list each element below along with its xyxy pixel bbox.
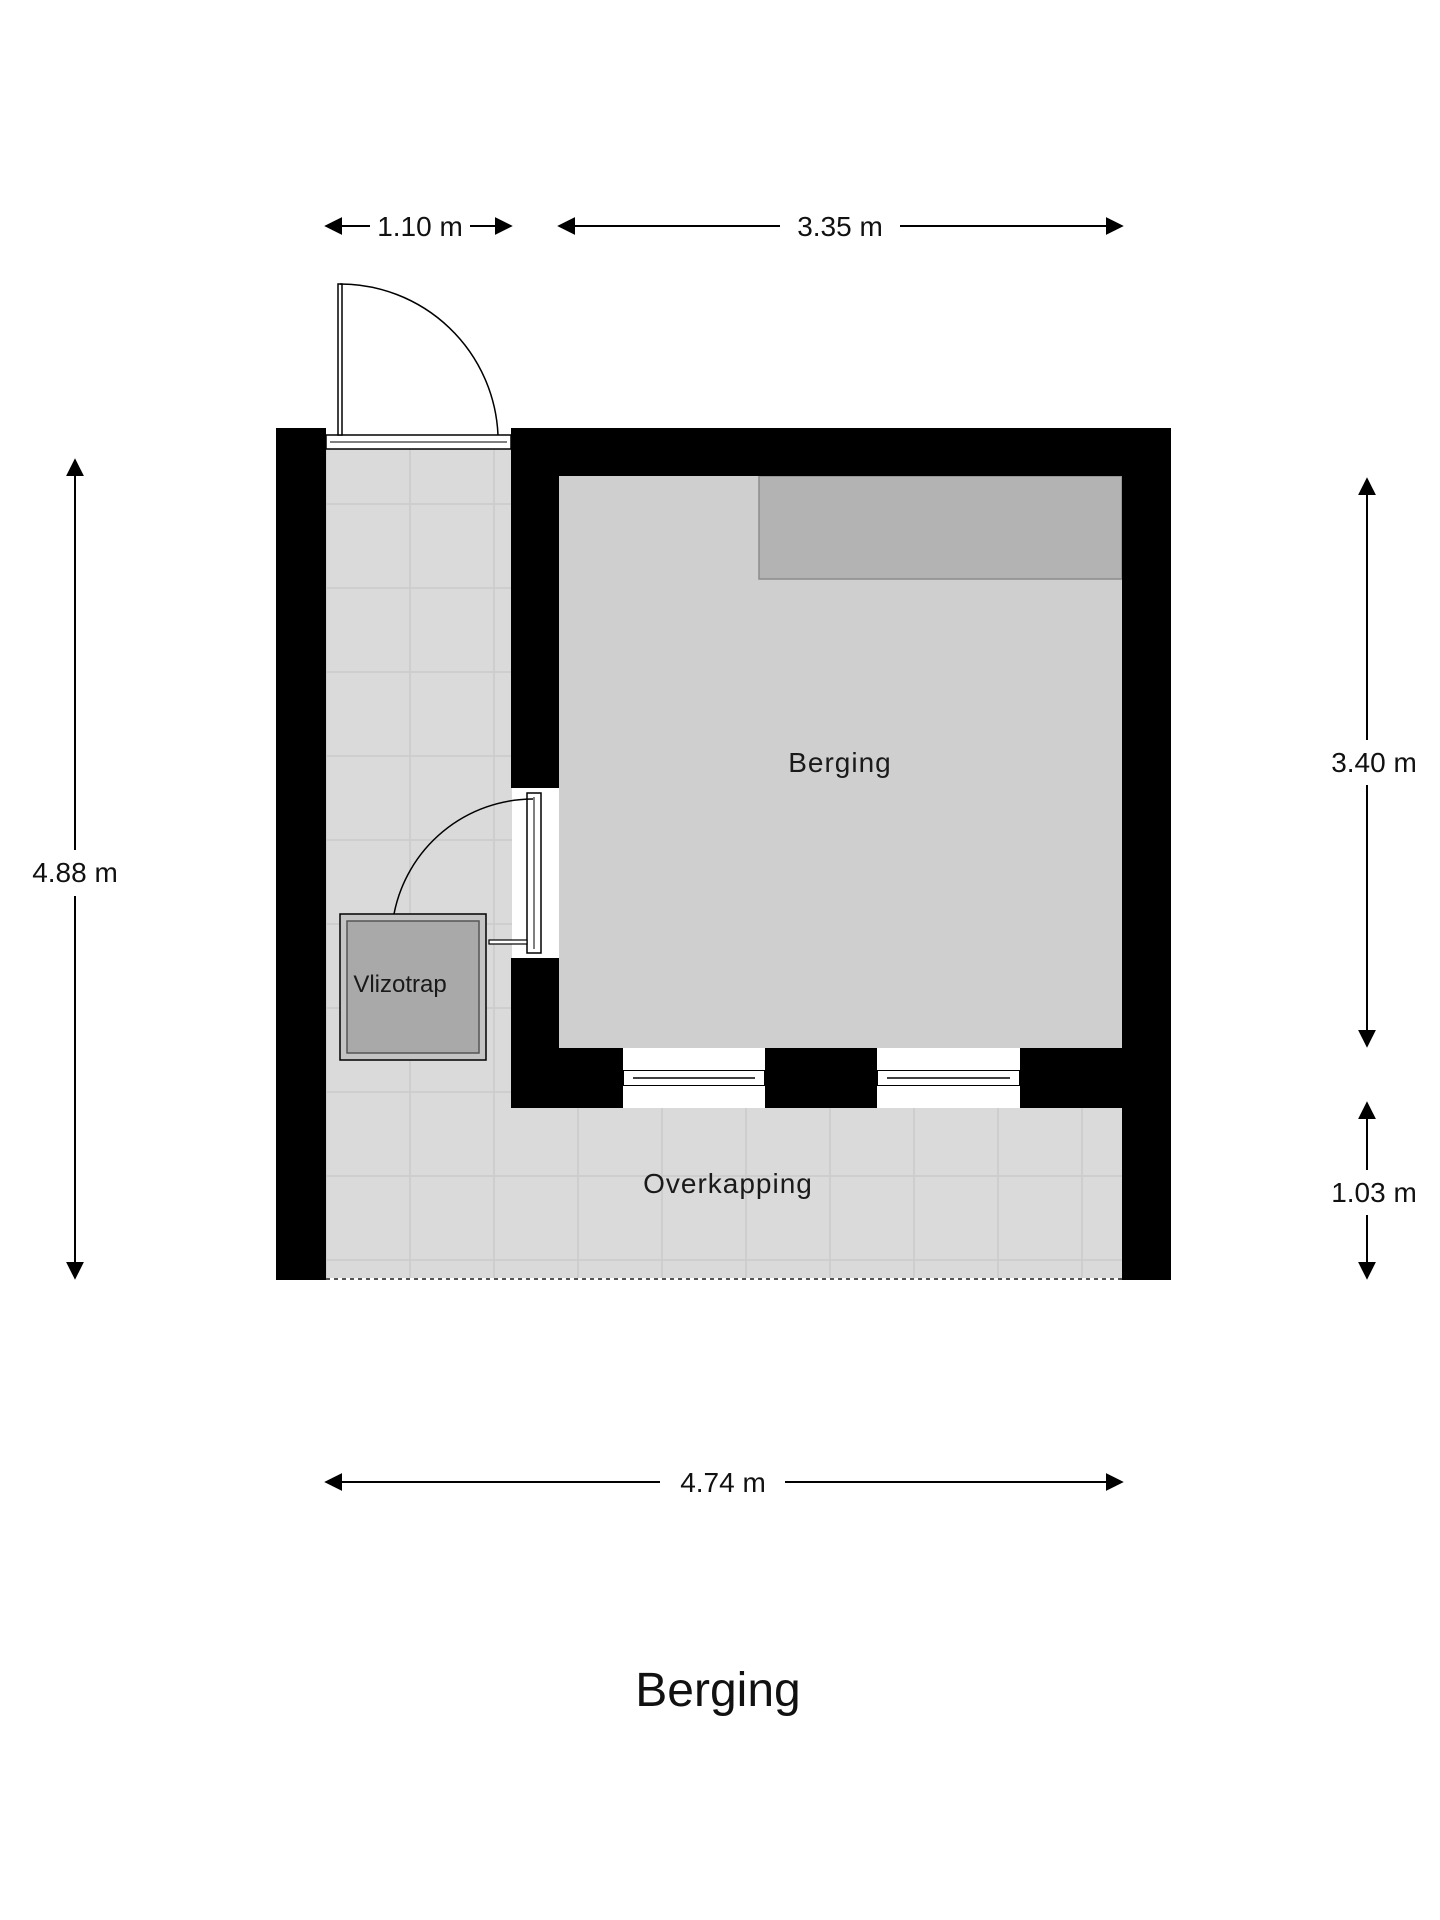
dim-right-lower: 1.03 m bbox=[1331, 1177, 1417, 1208]
floorplan-title: Berging bbox=[635, 1664, 800, 1717]
counter-block bbox=[758, 475, 1123, 580]
dim-top-right: 3.35 m bbox=[797, 211, 883, 242]
window-left bbox=[622, 1048, 766, 1108]
dim-bottom: 4.74 m bbox=[680, 1467, 766, 1498]
room-label-berging: Berging bbox=[788, 747, 892, 778]
window-right bbox=[876, 1048, 1021, 1108]
tiled-floor bbox=[326, 444, 1122, 1278]
dim-right-upper: 3.40 m bbox=[1331, 747, 1417, 778]
entrance-door bbox=[325, 283, 512, 450]
room-label-overkapping: Overkapping bbox=[643, 1168, 813, 1199]
vlizotrap-hatch bbox=[339, 913, 487, 1061]
walls bbox=[276, 428, 1171, 1280]
room-label-vlizotrap: Vlizotrap bbox=[353, 971, 446, 998]
interior-door bbox=[393, 788, 559, 958]
dim-left: 4.88 m bbox=[32, 857, 118, 888]
dimension-lines bbox=[66, 217, 1376, 1491]
dim-top-left: 1.10 m bbox=[377, 211, 463, 242]
